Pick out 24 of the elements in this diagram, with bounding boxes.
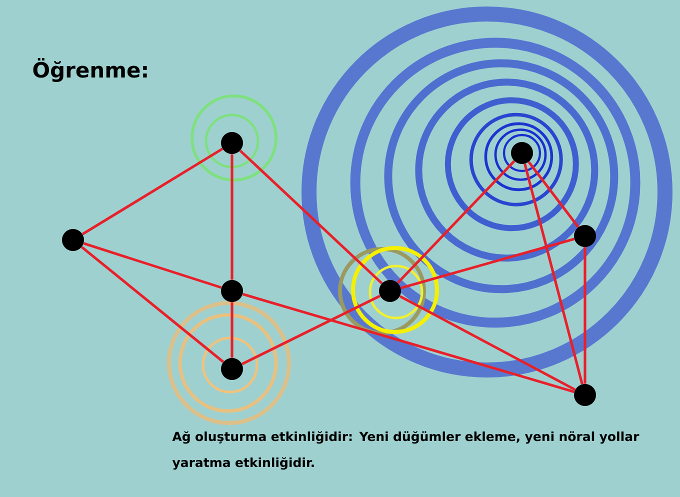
connection-line: [399, 295, 576, 391]
connection-line: [82, 148, 224, 236]
connection-line: [239, 150, 383, 284]
connection-line: [83, 242, 222, 289]
connection-line: [241, 294, 381, 366]
connection-line: [584, 247, 586, 384]
network-node: [379, 280, 401, 302]
network-node: [574, 224, 596, 247]
connection-line: [230, 302, 234, 358]
connection-line: [400, 238, 575, 290]
connection-line: [230, 154, 234, 280]
network-node: [221, 280, 243, 302]
network-node: [62, 228, 84, 251]
network-node: [221, 358, 243, 380]
connection-line: [524, 164, 584, 384]
connection-line: [80, 246, 224, 363]
caption-text: Ağ oluşturma etkinliğidir: Yeni düğümler ekleme, yeni nöral yollar yaratma etkinliğidir.: [172, 431, 640, 470]
connection-line: [528, 161, 580, 228]
title: Öğrenme:: [33, 58, 147, 82]
network-node: [574, 384, 596, 406]
network-node: [221, 132, 243, 154]
connection-line: [396, 160, 516, 284]
connection-line: [242, 292, 575, 394]
network-node: [511, 142, 533, 164]
